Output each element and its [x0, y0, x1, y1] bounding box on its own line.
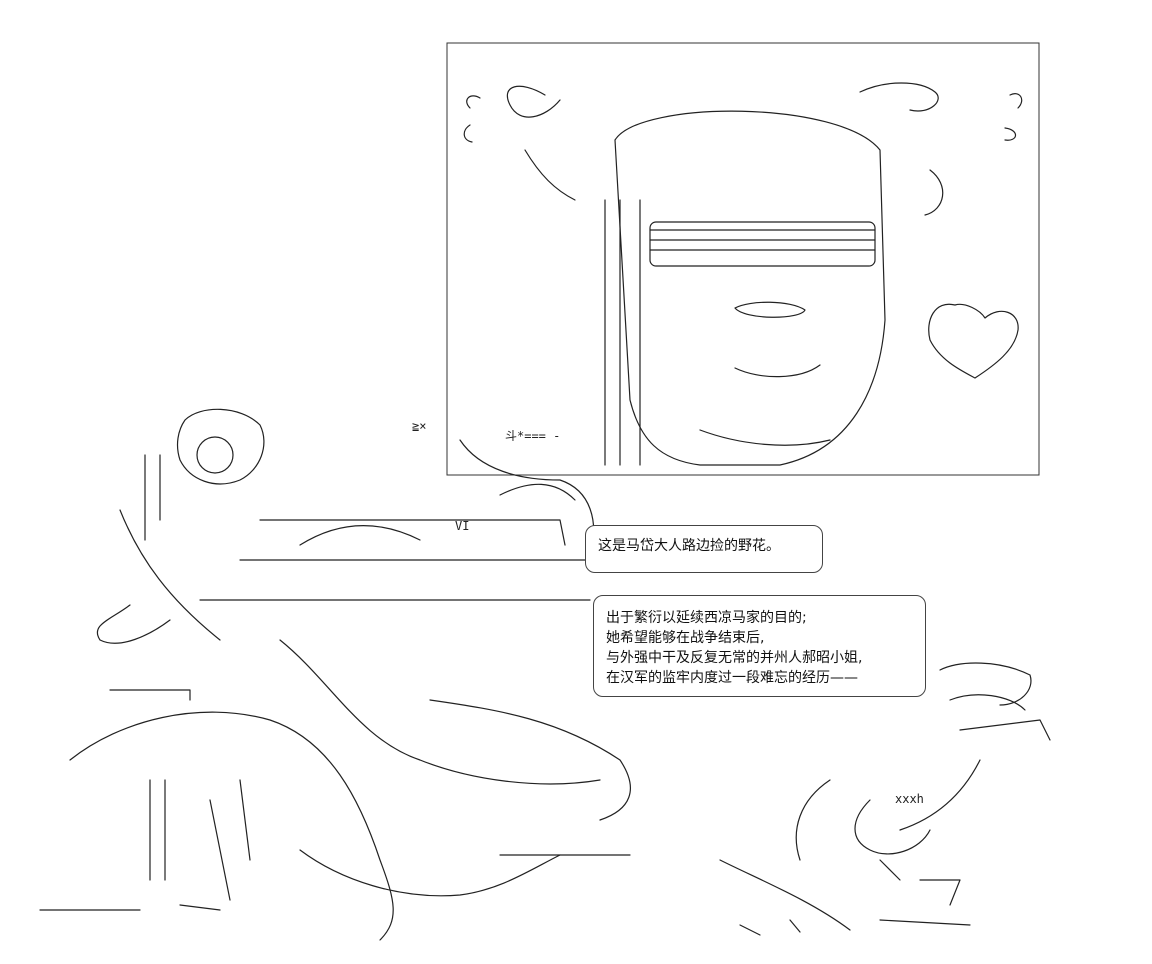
speech-line: 这是马岱大人路边捡的野花。	[598, 538, 780, 554]
inset-hair-bow-right	[859, 82, 1023, 216]
inset-heart	[928, 303, 1019, 379]
speech-line: 她希望能够在战争结束后,	[606, 630, 765, 646]
ascii-fragment: VI	[455, 519, 469, 533]
inset-panel-frame	[446, 42, 1040, 476]
inset-hair-bow-left	[463, 85, 576, 201]
speech-line: 在汉军的监牢内度过一段难忘的经历——	[606, 670, 858, 686]
chibi-character-right	[719, 662, 1051, 936]
ascii-fragment: xxxh	[895, 792, 924, 806]
speech-bubble-2: 出于繁衍以延续西凉马家的目的; 她希望能够在战争结束后, 与外强中干及反复无常的…	[593, 595, 926, 697]
main-character-left	[39, 408, 631, 941]
speech-line: 与外强中干及反复无常的并州人郝昭小姐,	[606, 650, 863, 666]
inset-sunglasses-face	[604, 110, 886, 466]
ascii-fragment: 斗*=== -	[505, 429, 560, 443]
speech-bubble-1: 这是马岱大人路边捡的野花。	[585, 525, 823, 573]
ascii-fragment: ≧×	[412, 419, 426, 433]
speech-line: 出于繁衍以延续西凉马家的目的;	[606, 610, 807, 626]
ascii-glyph-fragments: ≧× 斗*=== - VI xxxh	[412, 419, 924, 806]
